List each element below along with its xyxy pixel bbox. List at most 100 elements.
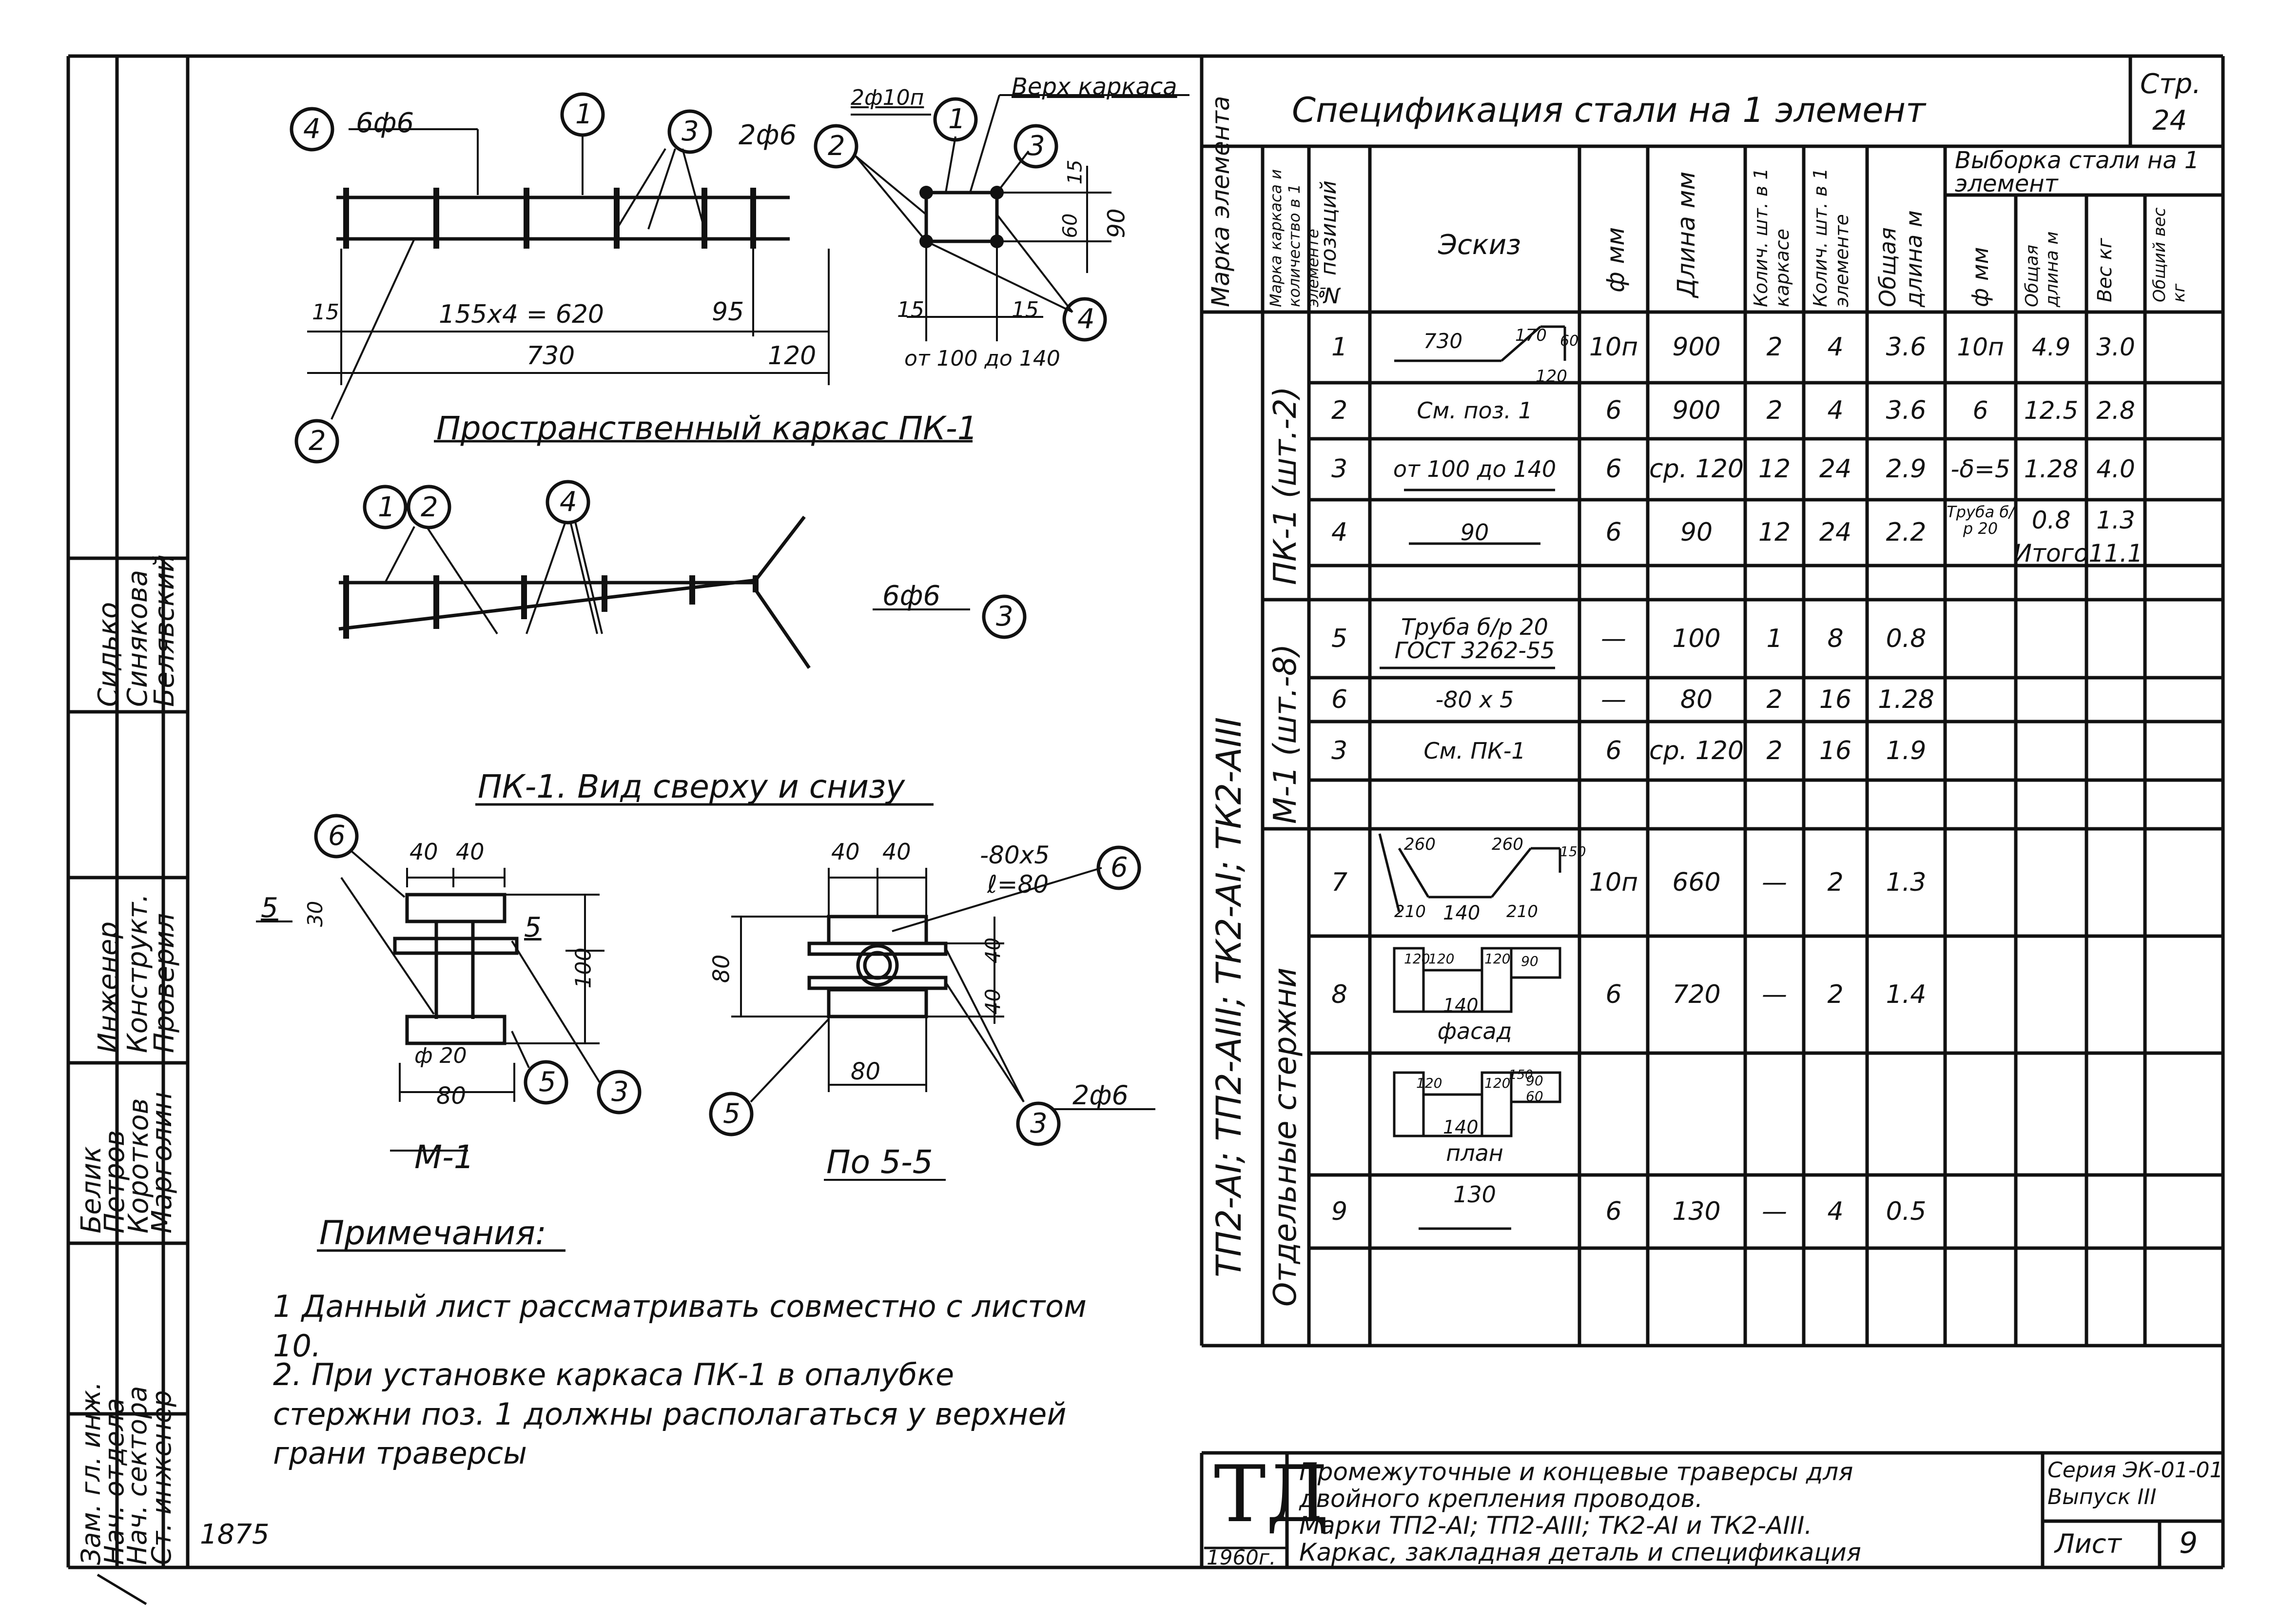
sk8-i: 140 <box>1443 1116 1479 1138</box>
spec-cell-tl: 2.9 <box>1886 454 1927 484</box>
sk8-a: 120 <box>1404 951 1430 967</box>
spec-cell-sketch: план <box>1446 1139 1503 1166</box>
spec-cell-tl: 0.8 <box>1886 624 1927 653</box>
spec-cell-tl: 1.4 <box>1886 979 1927 1009</box>
issue: Выпуск III <box>2047 1485 2157 1509</box>
m1-phi20: ф 20 <box>414 1043 467 1068</box>
spec-cell-phi: — <box>1601 685 1626 714</box>
title-m1: М-1 <box>414 1138 474 1176</box>
title-section: По 5-5 <box>826 1143 933 1181</box>
m1-40a: 40 <box>409 839 438 865</box>
m1-5a: 5 <box>261 892 278 924</box>
spec-cell-sketch: 130 <box>1453 1181 1496 1208</box>
stamp-role-3: Ст. инженер <box>146 1390 177 1565</box>
label-verh: Верх каркаса <box>1012 73 1177 100</box>
spec-cell-phi <box>1579 1053 1648 1175</box>
vyborka-cell-w: 11.1 <box>2088 539 2143 567</box>
spec-cell-phi: 10п <box>1589 333 1638 362</box>
m1-40b: 40 <box>456 839 485 865</box>
hdr-count-elem: Колич. шт. в 1 элементе <box>1810 168 1852 307</box>
label-topview-6f6: 6ф6 <box>882 580 941 612</box>
spec-cell-sketch: См. ПК-1 <box>1423 737 1526 764</box>
series: Серия ЭК-01-01 <box>2047 1458 2223 1483</box>
note-2: 2. При установке каркаса ПК-1 в опалубке… <box>273 1357 1067 1471</box>
spec-cell-ce: 24 <box>1819 518 1852 548</box>
title-line-1: Промежуточные и концевые траверсы для <box>1299 1458 1853 1486</box>
dim-15-d: 15 <box>1064 159 1087 185</box>
bubble-1-sec: 1 <box>948 103 966 135</box>
vyborka-cell-len: Итого <box>2013 539 2089 567</box>
group-rods: Отдельные стержни <box>1267 967 1304 1307</box>
spec-cell-cf: 2 <box>1766 736 1783 765</box>
spec-cell-tl <box>1867 1053 1945 1175</box>
section-5-5 <box>709 845 1155 1181</box>
spec-cell-tl: 1.9 <box>1886 736 1927 765</box>
spec-cell-ce: 16 <box>1819 736 1852 765</box>
bubble-4-topview: 4 <box>560 486 577 518</box>
sk8-f: 90 <box>1521 953 1539 969</box>
spec-cell-pos <box>1309 1053 1370 1175</box>
hdr-vyborka: Выборка стали на 1 элемент <box>1955 147 2200 197</box>
dim-155x4: 155x4 = 620 <box>439 300 604 329</box>
spec-cell-tl: 1.3 <box>1886 867 1927 897</box>
year: 1960г. <box>1207 1546 1276 1569</box>
vyborka-cell-len: 0.8 <box>2031 506 2071 535</box>
spec-cell-pos: 8 <box>1331 979 1348 1009</box>
frame-top-view <box>338 480 1027 669</box>
hdr-marka: Марка элемента <box>1207 96 1235 307</box>
vyborka-cell-len: 12.5 <box>2024 396 2079 425</box>
spec-cell-ce: 4 <box>1827 1196 1844 1226</box>
spec-cell-sketch: от 100 до 140 <box>1393 456 1557 483</box>
dim-15-a: 15 <box>312 300 339 325</box>
label-2f10p: 2ф10п <box>851 85 924 110</box>
spec-cell-sketch: 90 <box>1460 519 1489 546</box>
sk8-j: 90 <box>1526 1073 1543 1089</box>
vyborka-cell-w: 3.0 <box>2096 333 2135 362</box>
hdr-total-len: Общая длина м <box>1874 210 1927 307</box>
title-line-3: Марки ТП2-АI; ТП2-АIII; ТК2-АI и ТК2-АII… <box>1299 1511 1812 1540</box>
page-value: 24 <box>2152 105 2187 137</box>
spec-cell-pos: 1 <box>1331 333 1348 362</box>
sec-40c: 40 <box>981 937 1005 964</box>
spec-cell-pos: 2 <box>1331 396 1348 426</box>
frame-cross-section <box>814 94 1189 342</box>
spec-cell-cf: 12 <box>1758 454 1791 484</box>
vyborka-cell-w: 4.0 <box>2096 455 2135 484</box>
bubble-2-topview: 2 <box>421 491 438 523</box>
sec-rebar: 2ф6 <box>1072 1080 1129 1111</box>
spec-cell-ce: 8 <box>1827 624 1844 653</box>
dim-730: 730 <box>526 341 575 371</box>
sec-40d: 40 <box>981 988 1005 1015</box>
stamp-name-3: Марголин <box>146 1092 178 1233</box>
group-pk1: ПК-1 (шт.-2) <box>1267 386 1304 585</box>
logo-td: ТД <box>1214 1448 1329 1540</box>
spec-cell-sketch: См. поз. 1 <box>1417 397 1533 424</box>
m1-80: 80 <box>436 1082 467 1110</box>
spec-cell-tl: 3.6 <box>1886 396 1927 426</box>
spec-cell-cf: 2 <box>1766 333 1783 362</box>
sk8-k: 60 <box>1526 1088 1543 1104</box>
sec-40b: 40 <box>882 839 911 865</box>
spec-cell-cf: — <box>1762 979 1787 1009</box>
sec-plate: -80x5 <box>980 841 1050 869</box>
bubble-5-m1: 5 <box>539 1066 556 1098</box>
stamp-name-6: Проверил <box>149 913 180 1053</box>
spec-cell-ce: 24 <box>1819 454 1852 484</box>
spec-cell-cf: — <box>1762 1196 1787 1226</box>
dim-90: 90 <box>1103 208 1130 238</box>
hdr-v-weight: Вес кг <box>2094 238 2116 302</box>
spec-cell-cf: 12 <box>1758 518 1791 548</box>
dim-95: 95 <box>712 297 744 327</box>
dim-range: от 100 до 140 <box>904 346 1060 371</box>
spec-cell-len: 130 <box>1672 1196 1721 1226</box>
handwritten-number: 1875 <box>200 1519 270 1550</box>
spec-cell-len: 100 <box>1672 624 1721 653</box>
bubble-3-m1: 3 <box>611 1076 629 1108</box>
spec-cell-phi: 6 <box>1605 454 1622 484</box>
sk8-l: 150 <box>1509 1068 1533 1082</box>
spec-cell-cf: 1 <box>1766 624 1783 653</box>
hdr-marka-karkasa: Марка каркаса и количество в 1 элементе <box>1267 169 1322 307</box>
hdr-length: Длина мм <box>1672 171 1700 297</box>
hdr-v-total: Общий вес кг <box>2150 207 2189 302</box>
spec-cell-cf <box>1745 1053 1804 1175</box>
